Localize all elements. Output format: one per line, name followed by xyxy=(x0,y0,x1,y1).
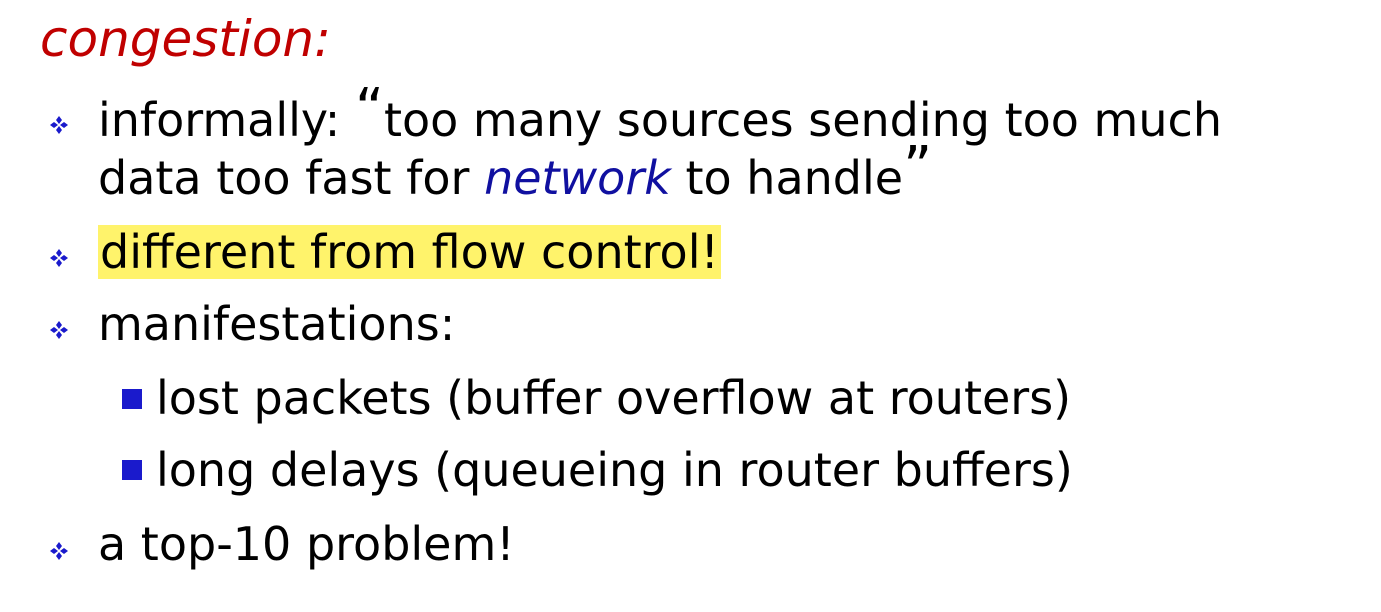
bullet-informally-prefix: informally: xyxy=(98,93,355,147)
bullet-informally-text1: too many sources sending too much xyxy=(383,93,1222,147)
sub-bullet-long-delays: long delays (queueing in router buffers) xyxy=(156,443,1073,497)
highlighted-text: different from flow control! xyxy=(98,225,721,279)
open-quote: “ xyxy=(354,77,384,142)
diamond-bullet-icon xyxy=(48,247,70,269)
sub-bullet-lost-packets: lost packets (buffer overflow at routers… xyxy=(156,371,1072,425)
bullet-informally-line1: informally: “too many sources sending to… xyxy=(98,80,1222,150)
bullet-informally-line2: data too fast for network to handle” xyxy=(98,138,932,208)
network-emphasis: network xyxy=(484,151,671,205)
close-quote: ” xyxy=(903,135,933,200)
square-bullet-icon xyxy=(122,389,142,409)
bullet-different: different from flow control! xyxy=(98,222,721,282)
bullet-informally-text3: to handle xyxy=(670,151,904,205)
diamond-bullet-icon xyxy=(48,540,70,562)
diamond-bullet-icon xyxy=(48,114,70,136)
bullet-top-10: a top-10 problem! xyxy=(98,517,515,571)
bullet-informally-text2: data too fast for xyxy=(98,151,485,205)
square-bullet-icon xyxy=(122,460,142,480)
slide-title: congestion: xyxy=(40,10,331,68)
diamond-bullet-icon xyxy=(48,319,70,341)
bullet-manifestations: manifestations: xyxy=(98,297,456,351)
